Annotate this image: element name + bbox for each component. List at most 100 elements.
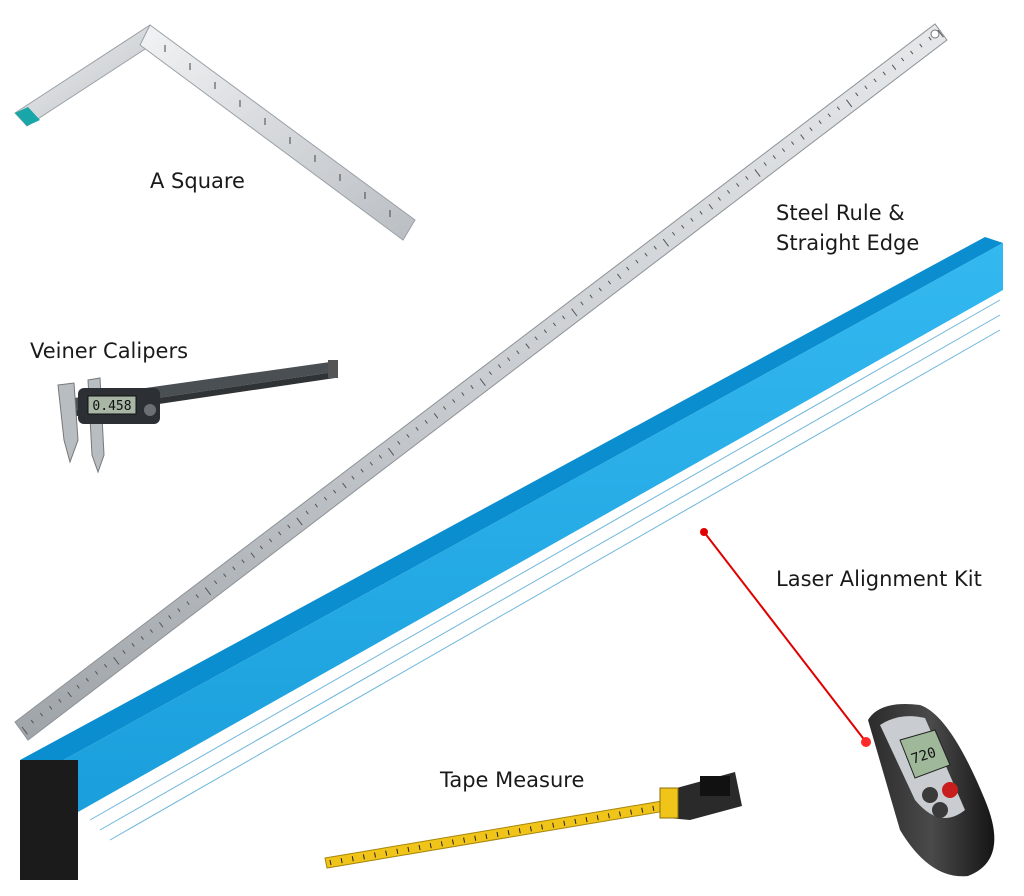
tape-tick [630,809,633,815]
tape-tick [618,811,621,817]
tape-tick [607,813,610,819]
rule-tick [232,566,236,571]
rule-tick [809,127,813,132]
rule-tick [873,78,877,83]
rule-tick [543,329,547,334]
rule-tick [85,677,89,682]
tape-tick [429,843,432,849]
tape-tick [440,841,443,847]
rule-tick [287,524,291,529]
rule-tick [552,322,557,327]
rule-tick [351,475,355,480]
steel-rule-label-line1: Steel Rule & [776,201,905,225]
tape-tick [596,815,599,821]
rule-tick [49,705,53,710]
rule-tick [278,531,282,536]
rule-tick [113,656,120,665]
rule-tick [791,141,795,146]
rule-tick [635,259,639,264]
rule-tick [855,92,859,97]
tape-tick [407,846,410,853]
rule-tick [699,210,703,215]
tape-tick [652,805,655,811]
rule-tick [30,719,34,724]
steel-rule [14,23,948,741]
tape-tick [396,848,399,854]
rule-tick [158,622,164,628]
rule-tick [67,691,72,698]
rule-tick [653,245,657,250]
rule-tick [580,301,584,306]
tape-tick [541,824,544,830]
rule-tick [479,378,486,387]
tape-tick [507,830,510,836]
rule-tick [800,134,805,140]
laser-label: Laser Alignment Kit [776,567,982,591]
rule-tick [589,294,593,299]
rule-tick [772,155,776,159]
tape-tick [585,816,588,823]
rule-tick [827,113,831,118]
tape-tick [385,850,388,856]
tape-label: Tape Measure [440,768,585,792]
rule-tick [296,517,303,526]
rule-tick [213,580,218,585]
tape-tick [451,839,454,845]
tape-tick [563,820,566,826]
rule-tick [708,203,713,210]
rule-tick [250,552,256,558]
rule-tick [598,287,602,292]
tape-tick [529,826,532,832]
tape-tick [362,854,365,860]
rule-tick [140,636,144,640]
rule-tick [333,489,337,494]
rule-tick [259,545,263,550]
rule-tick [644,252,648,257]
rule-tick [378,454,383,459]
tape-tick [418,844,421,851]
rule-tick [763,162,767,166]
rule-tick [882,71,886,76]
rule-tick [864,85,868,90]
tape-tick [518,828,521,834]
rule-tick [900,57,905,62]
rule-tick [415,426,419,431]
rule-tick [671,231,676,236]
rule-tick [910,50,914,55]
rule-tick [818,120,822,125]
rule-tick [195,594,199,599]
straight-edge [20,237,1003,880]
rule-tick [488,371,492,376]
tape-tick [641,807,644,813]
tape-tick [374,852,377,858]
rule-tick [131,643,135,647]
rule-tick [781,148,786,152]
rule-tick [442,406,447,410]
caliper-display: 0.458 [92,399,131,414]
steel-rule-label: Steel Rule & Straight Edge [776,198,919,258]
rule-tick [928,36,932,41]
rule-tick [690,217,694,222]
steel-rule-label-line2: Straight Edge [776,231,920,255]
rule-tick [617,273,622,280]
rule-tick [681,224,685,229]
rule-tick [626,266,630,271]
rule-tick [149,629,154,633]
tape-tick [329,859,332,866]
rule-tick [726,190,731,194]
rule-tick [736,183,740,187]
laser-dot [700,528,708,536]
rule-tick [562,315,566,320]
rule-tick [21,726,28,735]
tape-tick [351,856,354,862]
rule-tick [571,308,578,317]
calipers-label: Veiner Calipers [30,339,189,363]
rule-tick [204,587,212,596]
rule-tick [369,461,373,466]
rule-tick [94,670,99,675]
square-tip [15,107,40,126]
rule-tick [607,280,612,285]
tape-tick [552,822,555,828]
rule-tick [717,196,721,201]
